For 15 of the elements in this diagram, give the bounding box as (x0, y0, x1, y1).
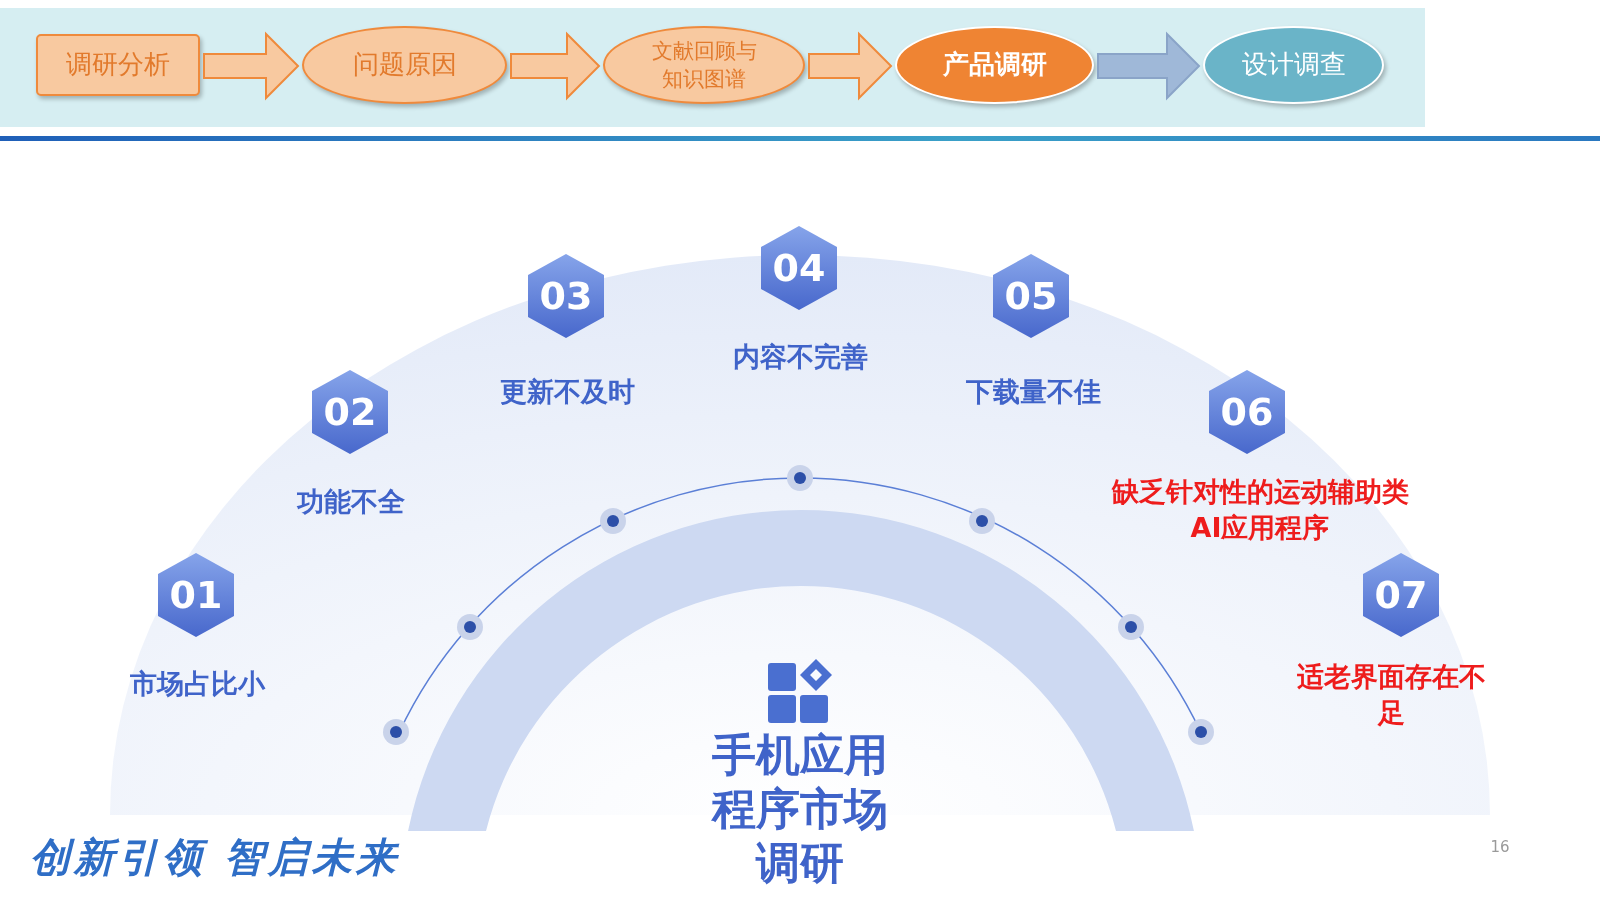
center-title: 手机应用程序市场调研 (710, 728, 889, 890)
block-arrow (1097, 31, 1201, 101)
slogan: 创新引领 智启未来 (30, 832, 401, 882)
page-number: 16 (1489, 838, 1511, 856)
item-caption: 缺乏针对性的运动辅助类AI应用程序 (1110, 475, 1410, 545)
block-arrow (808, 31, 893, 101)
item-caption: 功能不全 (296, 485, 406, 519)
item-caption: 更新不及时 (498, 375, 636, 409)
item-caption: 下载量不佳 (964, 375, 1102, 409)
item-caption: 市场占比小 (128, 667, 267, 701)
step-box: 调研分析 (36, 34, 200, 96)
block-arrow (203, 31, 300, 101)
item-caption: 内容不完善 (731, 340, 869, 374)
item-caption: 适老界面存在不足 (1295, 660, 1487, 730)
block-arrow (510, 31, 601, 101)
